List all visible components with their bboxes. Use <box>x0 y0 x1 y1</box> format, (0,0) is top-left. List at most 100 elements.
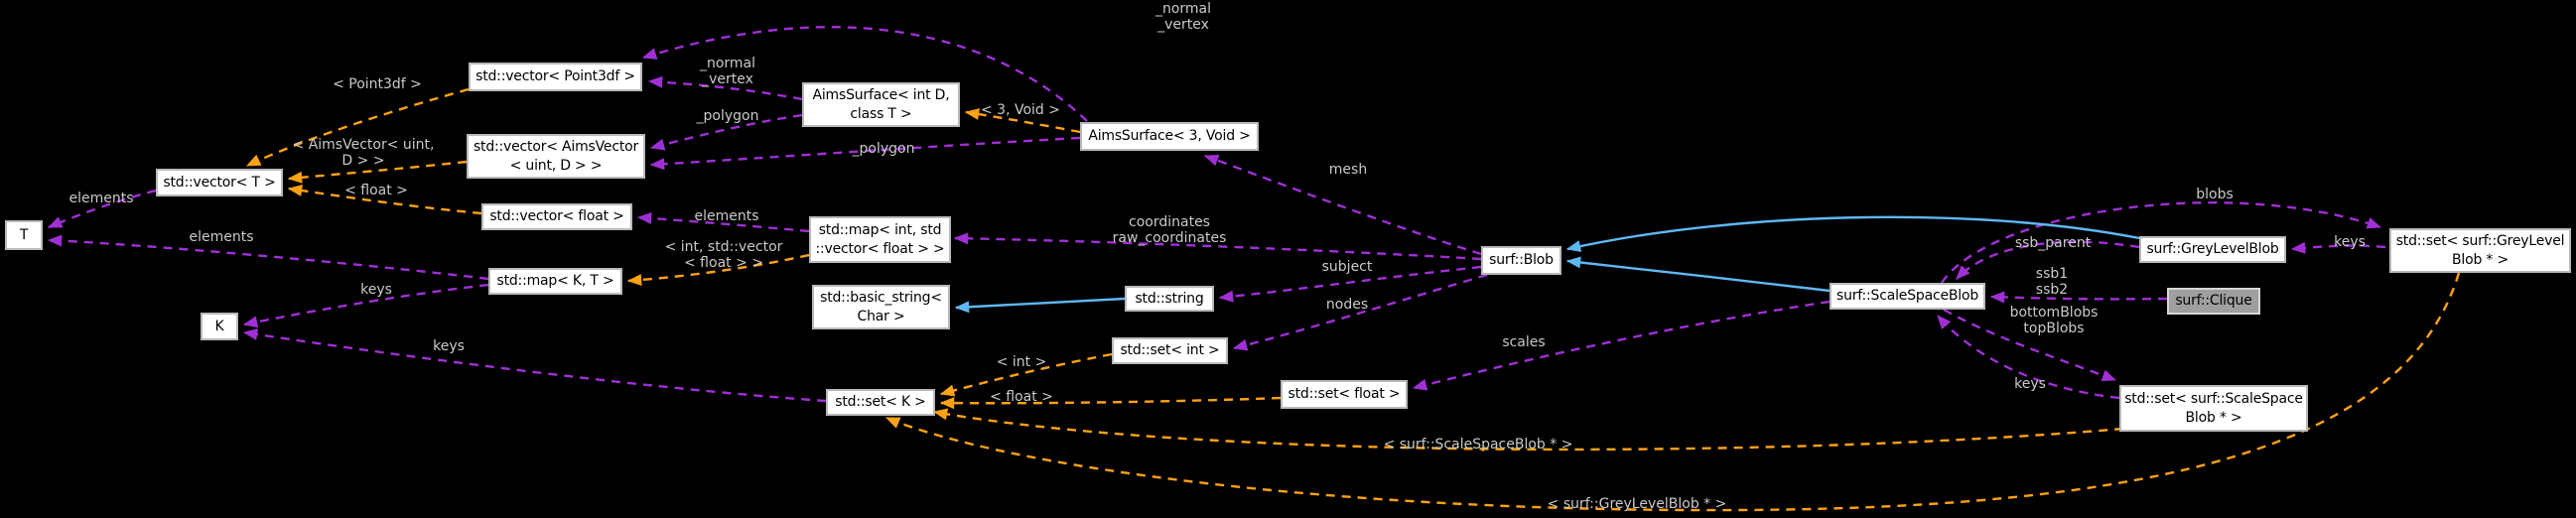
edge-aims3void-to-aimsintd <box>964 108 1081 134</box>
edge-setssb-to-setk <box>932 408 2124 452</box>
edge-label-elements-mapkt: elements <box>189 229 253 245</box>
node-vector-t[interactable]: std::vector< T > <box>156 169 283 196</box>
edge-label-line: topBlobs <box>2023 321 2085 336</box>
node-map-kt[interactable]: std::map< K, T > <box>488 268 622 295</box>
node-label: std::set< surf::ScaleSpace <box>2124 390 2303 407</box>
edge-vectort-to-t-elements <box>47 189 157 229</box>
edge-label-line: _polygon <box>852 141 915 157</box>
node-set-k[interactable]: std::set< K > <box>826 389 935 416</box>
edge-label-scales: scales <box>1502 334 1545 350</box>
edge-mapkt-to-t-elements <box>47 234 489 281</box>
edge-label-line: _polygon <box>696 108 759 124</box>
edge-label-line: elements <box>694 208 759 224</box>
edge-label-line: keys <box>433 338 465 354</box>
edge-label-line: _normal <box>1154 1 1212 17</box>
edge-blob-to-string-subject <box>1218 265 1482 303</box>
edge-label-line: elements <box>68 191 134 206</box>
node-label: surf::GreyLevelBlob <box>2146 241 2279 257</box>
edge-label-ssb-parent: ssb_parent <box>2015 235 2091 251</box>
node-aimssurface-intd[interactable]: AimsSurface< int D, class T > <box>802 82 960 127</box>
edge-label-line: nodes <box>1325 297 1369 313</box>
edge-label-tpl-float-set: < float > <box>990 389 1053 405</box>
node-label: std::vector< AimsVector <box>473 138 639 155</box>
node-vector-point3df[interactable]: std::vector< Point3df > <box>469 63 642 91</box>
node-label: AimsSurface< 3, Void > <box>1088 128 1251 144</box>
node-map-int-vectorfloat[interactable]: std::map< int, std::vector< float > > <box>809 216 951 263</box>
edge-setglb-to-setk <box>884 272 2461 512</box>
edge-label-line: _normal <box>699 56 756 71</box>
node-scalespaceblob[interactable]: surf::ScaleSpaceBlob <box>1830 283 1985 310</box>
node-t[interactable]: T <box>5 220 43 250</box>
node-set-int[interactable]: std::set< int > <box>1112 337 1228 364</box>
edge-vectoraims-to-vectort <box>287 160 468 184</box>
edge-label-line: _vertex <box>702 71 753 87</box>
edge-label-line: < int > <box>996 354 1047 370</box>
node-label: std::set< float > <box>1288 386 1401 402</box>
edge-blob-to-mapint-coordinates <box>953 232 1482 261</box>
edge-label-line: keys <box>360 282 392 298</box>
node-clique[interactable]: surf::Clique <box>2167 288 2260 315</box>
edge-label-polygon-a: _polygon <box>697 108 759 124</box>
edge-aimsintd-to-vectoraims-polygon <box>649 113 803 151</box>
node-label: std::vector< Point3df > <box>475 68 635 84</box>
edge-label-line: < surf::GreyLevelBlob * > <box>1547 496 1727 512</box>
node-string[interactable]: std::string <box>1125 286 1214 312</box>
node-blob[interactable]: surf::Blob <box>1481 246 1561 275</box>
edge-label-line: D > > <box>341 153 385 169</box>
node-aimssurface-3void[interactable]: AimsSurface< 3, Void > <box>1080 122 1259 151</box>
node-k[interactable]: K <box>201 313 238 340</box>
edge-label-line: < surf::ScaleSpaceBlob * > <box>1383 437 1573 453</box>
node-label: surf::Blob <box>1489 252 1554 268</box>
edge-label-line: < 3, Void > <box>980 102 1061 118</box>
edge-label-line: scales <box>1502 334 1546 350</box>
edge-ssb-to-setssb-bottomblobs-topblobs <box>1943 308 2117 382</box>
node-greylevelblob[interactable]: surf::GreyLevelBlob <box>2139 236 2286 263</box>
edge-ssb-to-blob <box>1565 256 1830 293</box>
node-label: Blob * > <box>2185 409 2242 426</box>
edge-label-tpl-float-vec: < float > <box>344 183 408 198</box>
edge-label-line: ssb2 <box>2035 282 2069 298</box>
edge-label-tpl-setssb: < surf::ScaleSpaceBlob * > <box>1384 437 1573 453</box>
edge-setglb-to-glb-keys <box>2290 241 2386 254</box>
edge-mapint-to-vectorfloat-elements <box>636 211 810 233</box>
edge-label-line: < Point3df > <box>333 76 422 92</box>
edge-label-subject: subject <box>1322 259 1373 275</box>
edge-label-normal-vertex-top: _normal_vertex <box>1155 1 1211 33</box>
edge-label-line: raw_coordinates <box>1112 230 1227 246</box>
node-label: T <box>19 226 29 243</box>
node-label: std::vector< T > <box>163 174 276 191</box>
edge-label-blobs: blobs <box>2196 187 2234 202</box>
edge-label-keys-setglb: keys <box>2334 234 2366 250</box>
node-label: K <box>214 318 224 334</box>
edge-label-nodes: nodes <box>1326 297 1368 313</box>
edge-vectorfloat-to-vectort <box>287 185 482 215</box>
edge-label-tpl-3void: < 3, Void > <box>981 102 1060 118</box>
node-set-float[interactable]: std::set< float > <box>1281 380 1408 409</box>
edge-label-line: < AimsVector< uint, <box>292 137 435 153</box>
edge-label-line: mesh <box>1328 162 1368 178</box>
edge-ssb-to-setfloat-scales <box>1412 300 1830 391</box>
edge-string-to-basicstring <box>954 297 1126 314</box>
node-vector-float[interactable]: std::vector< float > <box>481 203 632 230</box>
node-label: < uint, D > > <box>509 157 603 174</box>
edge-label-line: bottomBlobs <box>2009 305 2099 321</box>
edge-label-line: keys <box>2334 234 2366 250</box>
node-label: class T > <box>850 105 912 122</box>
edge-label-keys-setk: keys <box>433 338 465 354</box>
edge-mapkt-to-k-keys <box>242 283 489 328</box>
edge-label-line: ssb_parent <box>2014 235 2092 251</box>
edge-aimsintd-to-vectorpoint3df-normal-vertex <box>647 75 803 101</box>
node-basic-string[interactable]: std::basic_string<Char > <box>812 285 950 329</box>
node-vector-aimsvector[interactable]: std::vector< AimsVector< uint, D > > <box>467 134 645 179</box>
node-label: AimsSurface< int D, <box>812 86 950 103</box>
edge-blob-to-aims3void-mesh <box>1203 154 1482 256</box>
node-label: std::set< int > <box>1120 342 1220 358</box>
edge-label-tpl-setglb: < surf::GreyLevelBlob * > <box>1548 496 1727 512</box>
node-label: std::set< surf::GreyLevel <box>2395 232 2565 249</box>
edge-label-line: coordinates <box>1129 214 1210 230</box>
node-label: Char > <box>857 308 905 324</box>
